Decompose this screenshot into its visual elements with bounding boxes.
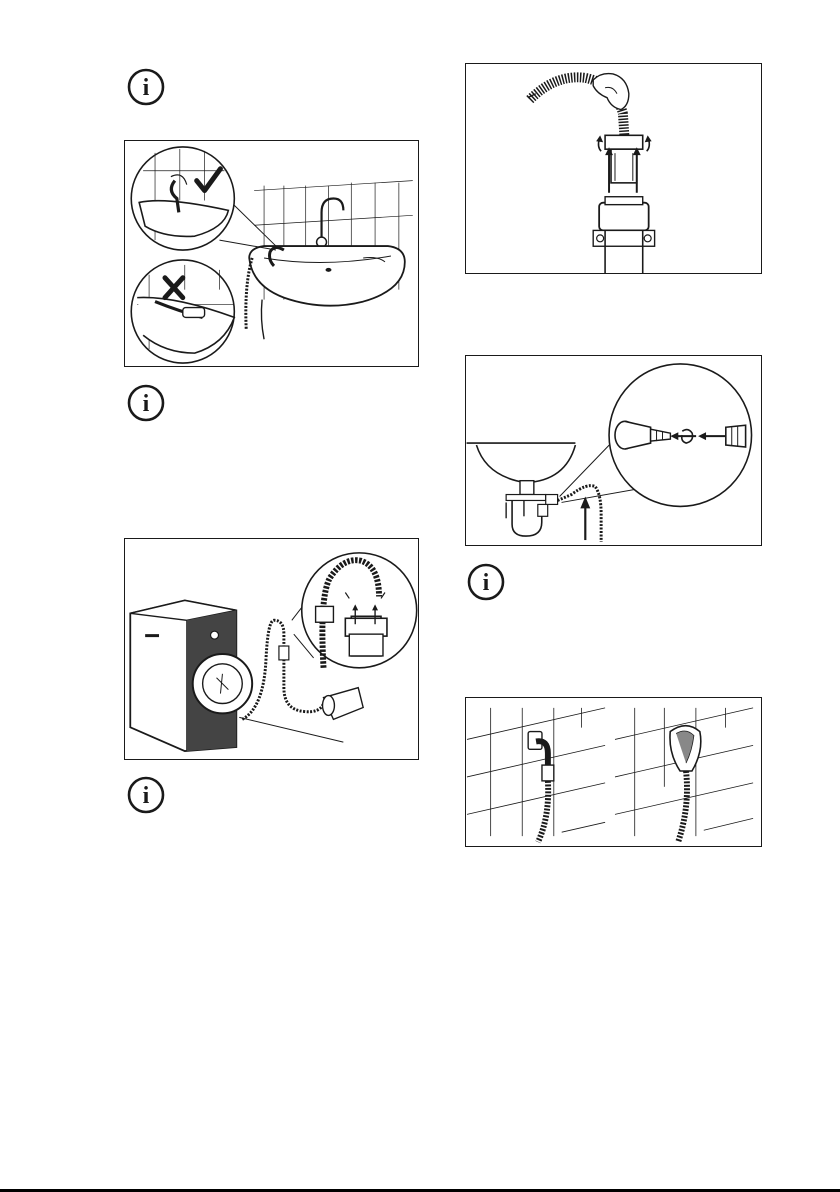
info-icon: i (126, 383, 166, 423)
figure-machine-standpipe (124, 538, 419, 760)
figure-sink-hose-hook (124, 140, 419, 367)
info-icon: i (466, 562, 506, 602)
svg-text:i: i (143, 391, 150, 417)
figure-sink-trap-connection (465, 355, 762, 546)
svg-text:i: i (483, 570, 490, 596)
svg-text:i: i (143, 783, 150, 809)
info-icon: i (126, 775, 166, 815)
info-icon: i (126, 67, 166, 107)
svg-text:i: i (143, 75, 150, 101)
figure-standpipe-hose (465, 63, 762, 274)
figure-wall-drain (465, 697, 762, 847)
